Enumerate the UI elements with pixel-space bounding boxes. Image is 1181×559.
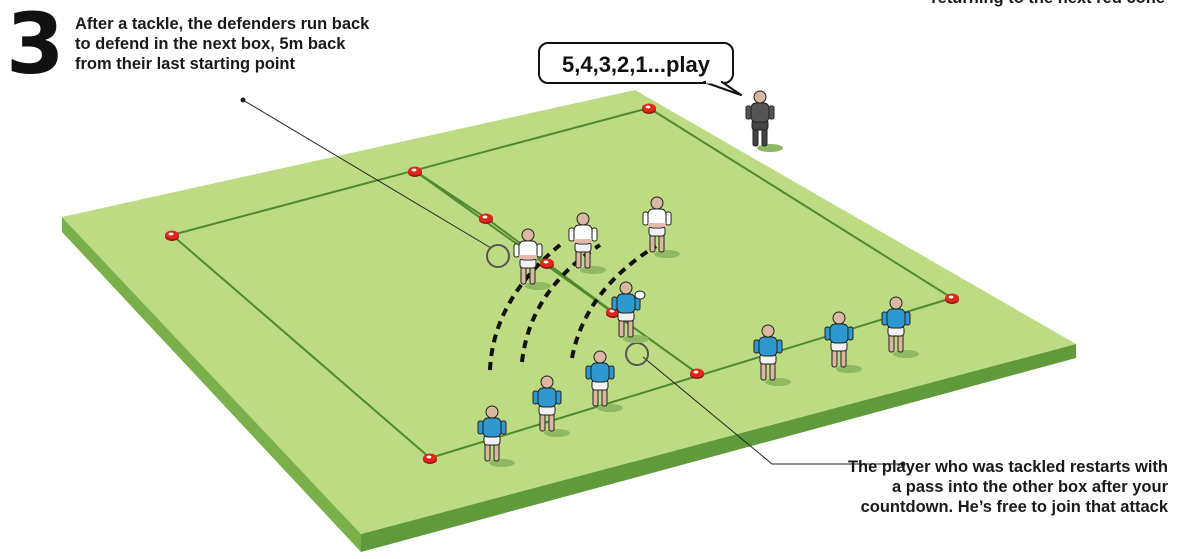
cone-marker-icon <box>479 213 493 224</box>
connector-dot-right <box>900 461 906 467</box>
cone-marker-icon <box>165 230 179 241</box>
pitch-front-edge <box>361 344 1076 552</box>
callout-connectors <box>240 97 906 467</box>
cone-marker-icon <box>408 166 422 177</box>
coach <box>745 90 783 152</box>
cone-marker-icon <box>945 293 959 304</box>
defender-caption-connector <box>242 99 492 249</box>
defender <box>642 196 680 258</box>
circle-marker-icon <box>486 244 510 268</box>
connector-dot-left <box>240 97 246 103</box>
attacker <box>824 311 862 373</box>
attacker <box>611 281 649 343</box>
pitch-surface <box>62 90 1076 534</box>
step-number: 3 <box>6 0 65 93</box>
cone-marker-icon <box>423 453 437 464</box>
inner-box-line <box>414 170 614 313</box>
countdown-callout: 5,4,3,2,1...play <box>538 42 734 84</box>
cone-marker-icon <box>540 258 554 269</box>
attacker <box>585 350 623 412</box>
attacker <box>532 375 570 437</box>
cone-marker-icon <box>642 103 656 114</box>
defender <box>568 212 606 274</box>
ball-icon <box>634 290 646 300</box>
pitch-side-edge <box>62 217 361 552</box>
defender <box>513 228 551 290</box>
pitch <box>62 90 1076 552</box>
attacker <box>881 296 919 358</box>
players <box>477 90 919 467</box>
tackled-player-caption: The player who was tackled restarts with… <box>847 458 1168 516</box>
tackled-player-connector <box>642 356 903 465</box>
attacker <box>753 324 791 386</box>
defenders-caption: After a tackle, the defenders run back t… <box>75 15 370 73</box>
run-line <box>570 244 658 359</box>
cones <box>165 103 959 464</box>
cone-marker-icon <box>690 368 704 379</box>
tackle-spots <box>486 244 649 366</box>
circle-marker-icon <box>625 342 649 366</box>
run-line <box>488 243 562 371</box>
divider-line <box>414 170 698 374</box>
attacker <box>477 405 515 467</box>
top-cut-off-caption: returning to the next red cone <box>830 0 1165 8</box>
